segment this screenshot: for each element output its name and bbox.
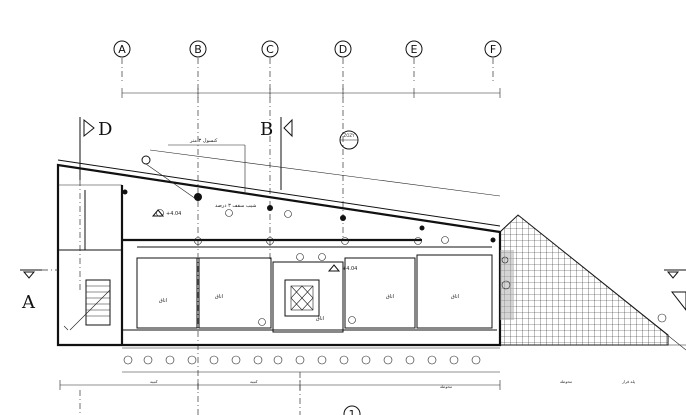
grid-axis-label-f: F xyxy=(490,43,496,56)
grid-axis-b: B xyxy=(189,40,207,58)
section-mark-b: B xyxy=(260,117,293,190)
zone-tag-label: ZOZY xyxy=(343,133,355,138)
room-label-4: اتاق xyxy=(386,294,394,300)
grid-axis-bubbles: A B C D E F xyxy=(113,40,502,58)
hatched-triangle xyxy=(499,214,686,351)
top-dimension-annotation: کنسول ۳ متر xyxy=(168,138,246,192)
grid-axis-label-c: C xyxy=(266,43,274,56)
room-labels: اتاق اتاق اتاق اتاق اتاق xyxy=(159,294,459,322)
left-staircase xyxy=(63,279,111,331)
top-dimension-line xyxy=(121,88,501,98)
roof-slope-note: شیب سقف ۳ درصد xyxy=(141,155,256,209)
bottom-fixture-row xyxy=(122,347,500,373)
interior-walls xyxy=(122,246,497,333)
grid-axis-label-b: B xyxy=(194,43,202,56)
bottom-note-right-2: محوطه xyxy=(560,379,572,384)
grid-axis-lines xyxy=(121,58,494,415)
top-dim-note: کنسول ۳ متر xyxy=(189,138,218,144)
bottom-note-mid: کتیبه xyxy=(250,379,258,384)
elevation-upper-left-text: +4.04 xyxy=(166,211,181,217)
bottom-note-right-1: محوطه xyxy=(440,384,452,389)
section-mark-d-label: D xyxy=(98,119,112,140)
grid-axis-label-d: D xyxy=(339,43,347,56)
grid-axis-a: A xyxy=(113,40,131,58)
elevation-center-text: +4.04 xyxy=(342,266,357,272)
section-mark-a: A xyxy=(20,269,58,313)
grid-axis-d: D xyxy=(334,40,352,58)
room-label-1: اتاق xyxy=(159,298,167,304)
elevation-center: +4.04 xyxy=(327,264,357,272)
zone-tag: ZOZY xyxy=(339,130,359,150)
central-shaft xyxy=(284,279,320,317)
room-label-3: اتاق xyxy=(316,316,324,322)
section-mark-a-label: A xyxy=(21,292,36,313)
room-label-5: اتاق xyxy=(451,294,459,300)
columns xyxy=(122,189,496,326)
grid-axis-f: F xyxy=(484,40,502,58)
bottom-note-right-3: پله فرار xyxy=(621,379,635,384)
bottom-note-left: کتیبه xyxy=(150,379,158,384)
bottom-axis-1: 1 xyxy=(343,405,361,415)
grid-axis-label-a: A xyxy=(118,43,126,56)
section-mark-b-label: B xyxy=(260,119,273,140)
grid-axis-label-e: E xyxy=(411,43,418,56)
grid-axis-e: E xyxy=(405,40,423,58)
roof-slope-text: شیب سقف ۳ درصد xyxy=(215,203,256,209)
bottom-dimension-lines: کتیبه کتیبه محوطه محوطه پله فرار xyxy=(59,372,635,415)
bottom-axis-label: 1 xyxy=(349,408,356,415)
grid-axis-c: C xyxy=(261,40,279,58)
section-mark-d: D xyxy=(79,117,112,290)
section-mark-a-right xyxy=(664,269,686,311)
room-label-2: اتاق xyxy=(215,294,223,300)
